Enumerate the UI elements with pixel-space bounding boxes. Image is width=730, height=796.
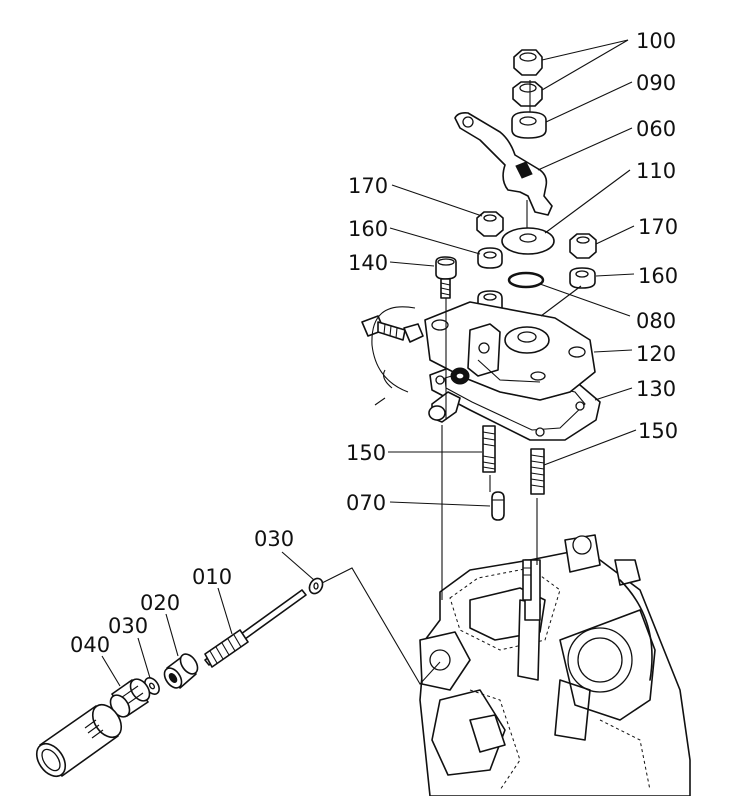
label-040: 040	[70, 633, 110, 657]
label-080: 080	[636, 309, 676, 333]
lever-assembly	[435, 49, 597, 315]
label-090: 090	[636, 71, 676, 95]
label-150-right: 150	[638, 419, 678, 443]
label-030-lower: 030	[108, 614, 148, 638]
label-070: 070	[346, 491, 386, 515]
label-160-right: 160	[638, 264, 678, 288]
label-100: 100	[636, 29, 676, 53]
label-140: 140	[348, 251, 388, 275]
label-030-upper: 030	[254, 527, 294, 551]
guide-lines	[321, 80, 582, 685]
leader-lines	[101, 39, 637, 687]
label-120: 120	[636, 342, 676, 366]
cover-assembly	[361, 301, 601, 441]
label-150-left: 150	[346, 441, 386, 465]
label-020: 020	[140, 591, 180, 615]
label-170-left: 170	[348, 174, 388, 198]
label-170-right: 170	[638, 215, 678, 239]
engine-block	[419, 534, 691, 796]
callout-labels: 100 090 060 110 170 160 170 160 140 080 …	[70, 29, 678, 657]
label-060: 060	[636, 117, 676, 141]
label-130: 130	[636, 377, 676, 401]
label-110: 110	[636, 159, 676, 183]
part-080-oring	[507, 271, 545, 289]
part-150-stud-left	[482, 425, 496, 473]
part-070-key	[491, 491, 505, 521]
label-160-left: 160	[348, 217, 388, 241]
rod-assembly	[35, 577, 324, 778]
studs	[482, 425, 545, 601]
label-010: 010	[192, 565, 232, 589]
part-060-lever	[454, 112, 553, 216]
